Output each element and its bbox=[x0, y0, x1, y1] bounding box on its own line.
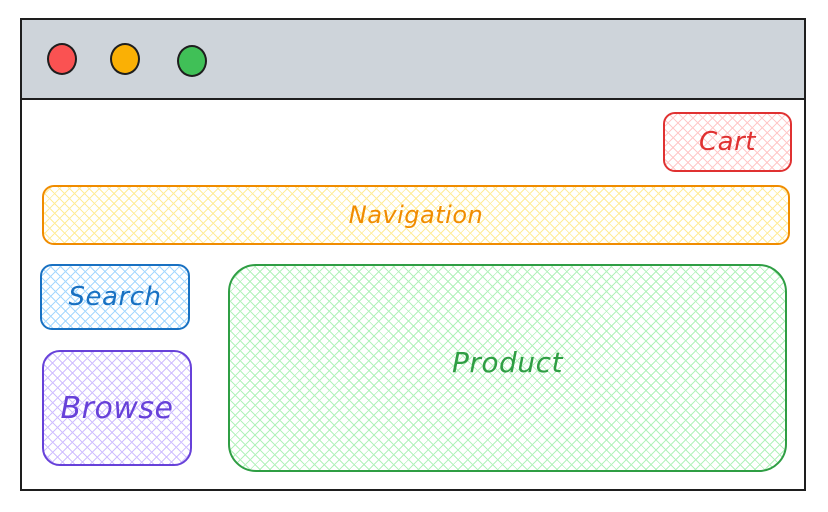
browse-block: Browse bbox=[42, 350, 192, 466]
title-bar bbox=[22, 20, 804, 100]
maximize-dot-icon bbox=[177, 45, 207, 77]
cart-block: Cart bbox=[663, 112, 792, 172]
search-block: Search bbox=[40, 264, 190, 330]
product-label: Product bbox=[452, 345, 563, 379]
navigation-label: Navigation bbox=[348, 201, 484, 229]
navigation-block: Navigation bbox=[42, 185, 790, 245]
close-dot-icon bbox=[47, 43, 77, 75]
minimize-dot-icon bbox=[110, 43, 140, 75]
browse-label: Browse bbox=[60, 390, 174, 426]
cart-label: Cart bbox=[699, 127, 756, 157]
search-label: Search bbox=[68, 282, 162, 312]
product-block: Product bbox=[228, 264, 787, 472]
